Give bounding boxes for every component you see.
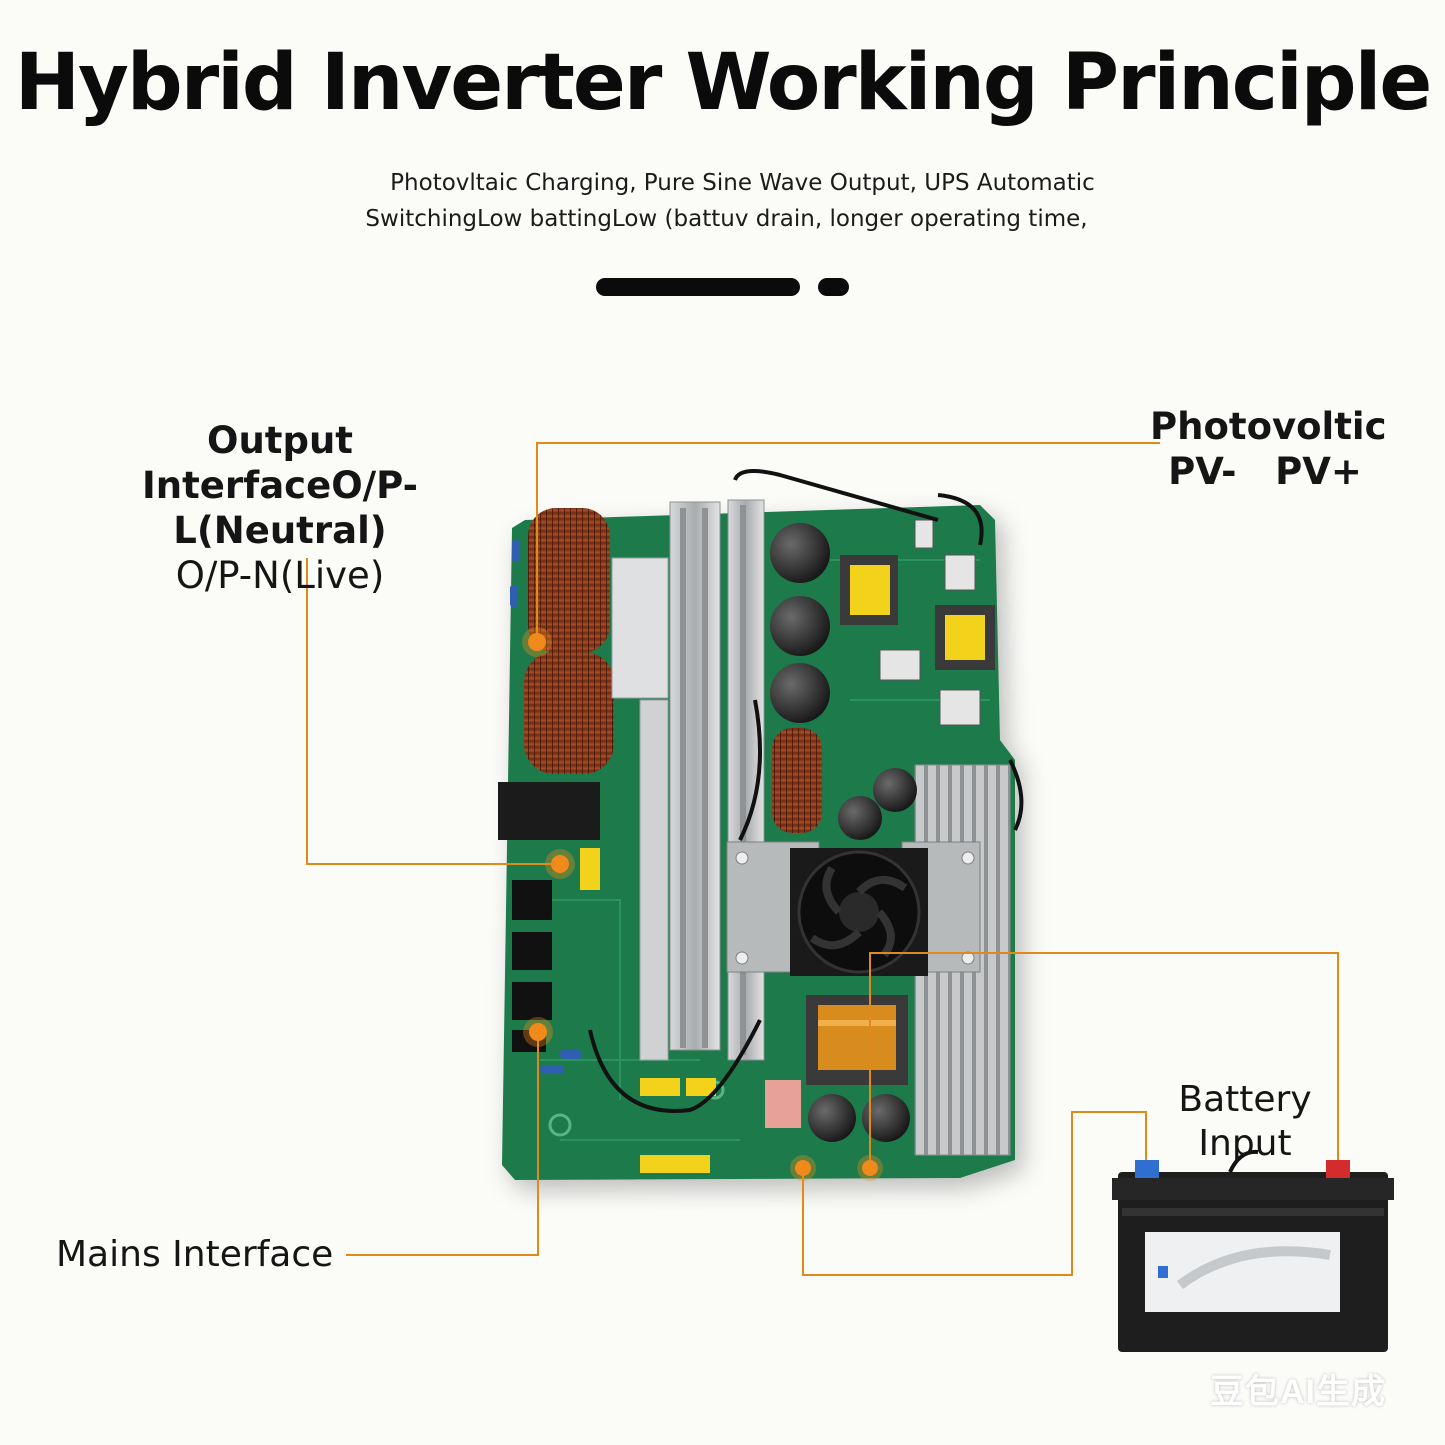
- small-components-left: [510, 540, 582, 1074]
- yellow-capacitor: [580, 848, 600, 890]
- coil-mid: [772, 728, 822, 833]
- divider-long: [596, 278, 800, 296]
- page-title: Hybrid Inverter Working Principle: [14, 38, 1433, 128]
- battery-input-label: Battery Input: [1150, 1078, 1340, 1166]
- output-label-line1: Output: [207, 419, 353, 462]
- output-label-line3: O/P-N(Live): [175, 554, 385, 598]
- divider-short: [818, 278, 849, 296]
- mains-interface-label: Mains Interface: [56, 1234, 334, 1275]
- toroid-coil-lower: [524, 652, 614, 774]
- pcb-traces: [520, 559, 990, 1141]
- terminal-positive: [1326, 1160, 1350, 1178]
- marker-pv: [522, 627, 552, 657]
- ai-watermark: 豆包AI生成: [1210, 1373, 1386, 1411]
- cooling-fan-icon: [790, 848, 928, 976]
- pv-label-line1: Photovoltic: [1150, 405, 1387, 448]
- pink-component: [765, 1080, 801, 1128]
- pv-label-line2: PV- PV+: [1168, 450, 1362, 494]
- car-battery-icon: [1112, 1149, 1394, 1352]
- leader-mains: [346, 1032, 539, 1256]
- relay-black: [498, 782, 600, 840]
- copper-transformer-bottom: [806, 995, 908, 1085]
- leader-lines: [306, 442, 1339, 1276]
- transformers: [640, 555, 995, 1173]
- leader-battery-2: [869, 952, 1339, 1168]
- leader-output: [306, 558, 560, 865]
- small-parts-topright: [879, 519, 981, 726]
- output-interface-label: Output InterfaceO/P-L(Neutral) O/P-N(Liv…: [40, 418, 520, 599]
- leader-battery-1: [802, 1111, 1147, 1276]
- battery-label-line1: Battery: [1178, 1079, 1312, 1120]
- marker-output: [545, 849, 575, 879]
- capacitors-column: [770, 523, 917, 1142]
- marker-battery-neg: [790, 1155, 816, 1181]
- terminal-negative: [1135, 1160, 1159, 1178]
- photovoltaic-label: Photovoltic PV- PV+: [1150, 404, 1387, 494]
- marker-mains: [523, 1017, 553, 1047]
- output-label-line2: InterfaceO/P-L(Neutral): [141, 464, 419, 553]
- battery-label-line2: Input: [1198, 1122, 1292, 1164]
- subtitle-line-1: Photovltaic Charging, Pure Sine Wave Out…: [390, 170, 1095, 196]
- subtitle-line-2: SwitchingLow battingLow (battuv drain, l…: [365, 206, 1088, 232]
- toroid-coil-upper: [528, 508, 610, 653]
- wires: [588, 469, 1024, 1113]
- marker-battery-pos: [857, 1155, 883, 1181]
- leader-pv: [536, 442, 1160, 640]
